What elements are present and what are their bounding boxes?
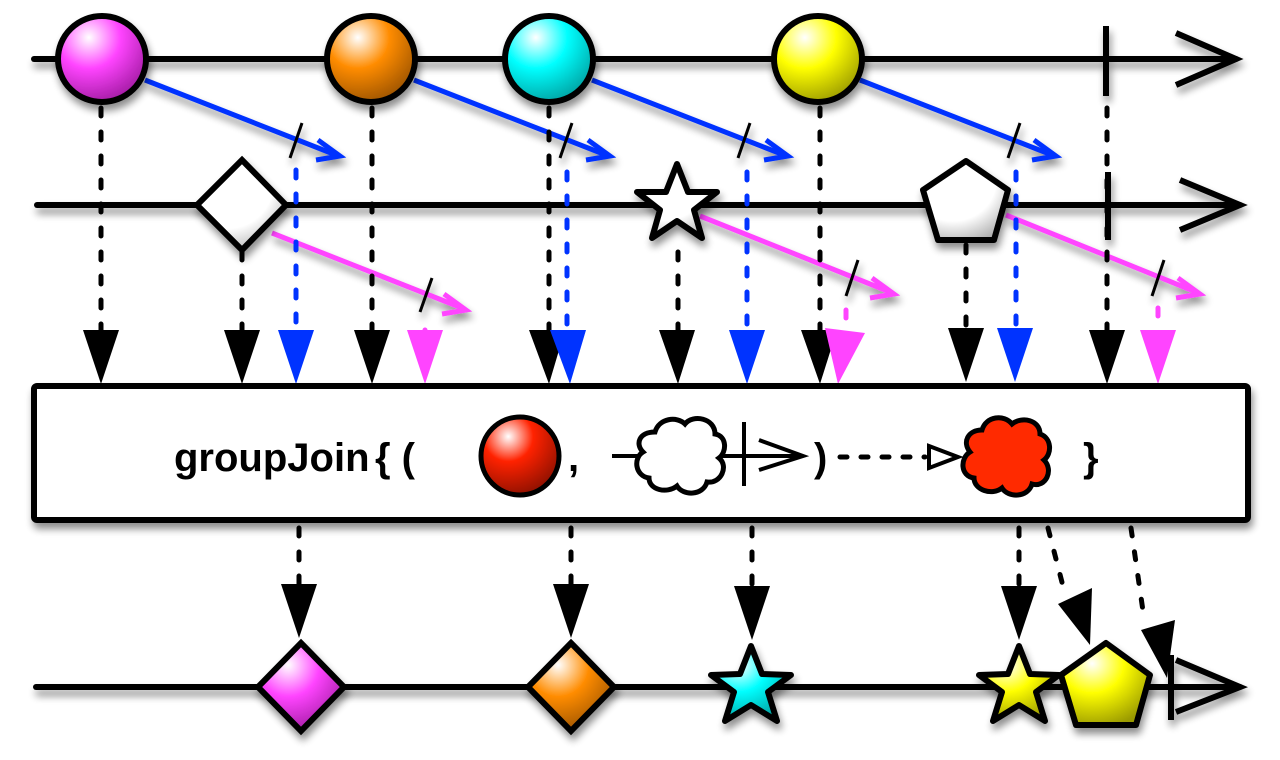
output-arrowhead [1141,620,1175,678]
output-drop-line [1128,525,1147,621]
window-end-tick [1150,259,1166,297]
arrowhead-blue [997,328,1033,382]
result-arrowhead [927,443,964,471]
right-duration-windows [271,212,1207,317]
left-source-timeline [31,26,1244,96]
arrowhead-magenta [825,328,865,384]
marble-magenta [55,13,149,105]
output-drop-line [1045,525,1067,593]
arrowhead-magenta [1140,330,1176,384]
cloud-icon-red [960,415,1052,498]
window-end-tick [844,259,860,297]
operator-comma: , [568,436,579,480]
marble-orange [324,13,418,105]
right-window-observable-icon [612,416,810,496]
left-source-items [55,13,865,105]
mini-arrowhead [758,438,810,472]
arrowhead-blue [278,330,314,384]
output-arrowhead [281,584,317,638]
operator-name: groupJoin [174,436,370,480]
marble-yellow [771,13,865,105]
output-arrowhead [734,586,770,640]
output-timeline-arrowhead [1174,657,1248,715]
operator-label: groupJoin { ( , ) } [174,414,1099,498]
left-duration-windows [144,77,1063,163]
output-orange-diamond [523,638,619,736]
operator-close-brace: } [1083,436,1099,480]
arrowhead-black [801,330,837,384]
output-drop-lines [296,525,1147,621]
arrowhead-black [224,330,260,384]
arrowhead-blue [550,330,586,384]
marble-white-pentagon [920,158,1011,243]
arrowhead-black [354,330,390,384]
output-arrowheads [281,584,1175,678]
duration-window-diamond [271,230,473,317]
left-param-red-marble [478,414,562,498]
duration-window-yellow [859,77,1063,163]
marble-white-star [634,161,720,241]
arrowhead-black [948,328,984,382]
operator-close-paren: ) [814,436,827,480]
window-end-tick [558,122,574,159]
arrowhead-magenta [407,330,443,384]
output-items [253,638,1153,736]
marble-cyan [502,13,596,105]
arrowhead-blue [729,330,765,384]
right-timeline-arrowhead [1178,177,1248,233]
operator-open-bracket: { ( [375,436,416,480]
output-cyan-star [708,643,794,724]
duration-window-pentagon [1005,212,1207,301]
input-drop-lines [98,105,1161,338]
duration-window-orange [413,77,617,163]
window-end-tick [1006,122,1022,159]
output-timeline [33,655,1248,720]
duration-window-star [699,213,901,301]
left-timeline-arrowhead [1174,30,1244,88]
duration-window-cyan [591,77,795,163]
window-end-tick [418,277,434,313]
marble-white-diamond [192,155,291,255]
input-arrowheads [83,328,1176,384]
window-end-tick [288,122,304,159]
output-arrowhead [1001,586,1037,640]
arrowhead-black [83,330,119,384]
arrowhead-black [1089,330,1125,384]
output-yellow-pentagon [1058,640,1153,728]
window-end-tick [736,122,752,159]
duration-window-magenta [144,77,347,163]
output-arrowhead [553,584,589,638]
output-yellow-star [976,643,1062,724]
output-magenta-diamond [253,638,349,736]
arrowhead-black [659,330,695,384]
output-arrowhead [1058,588,1092,645]
right-source-items [192,155,1011,255]
cloud-icon-white [634,416,727,496]
